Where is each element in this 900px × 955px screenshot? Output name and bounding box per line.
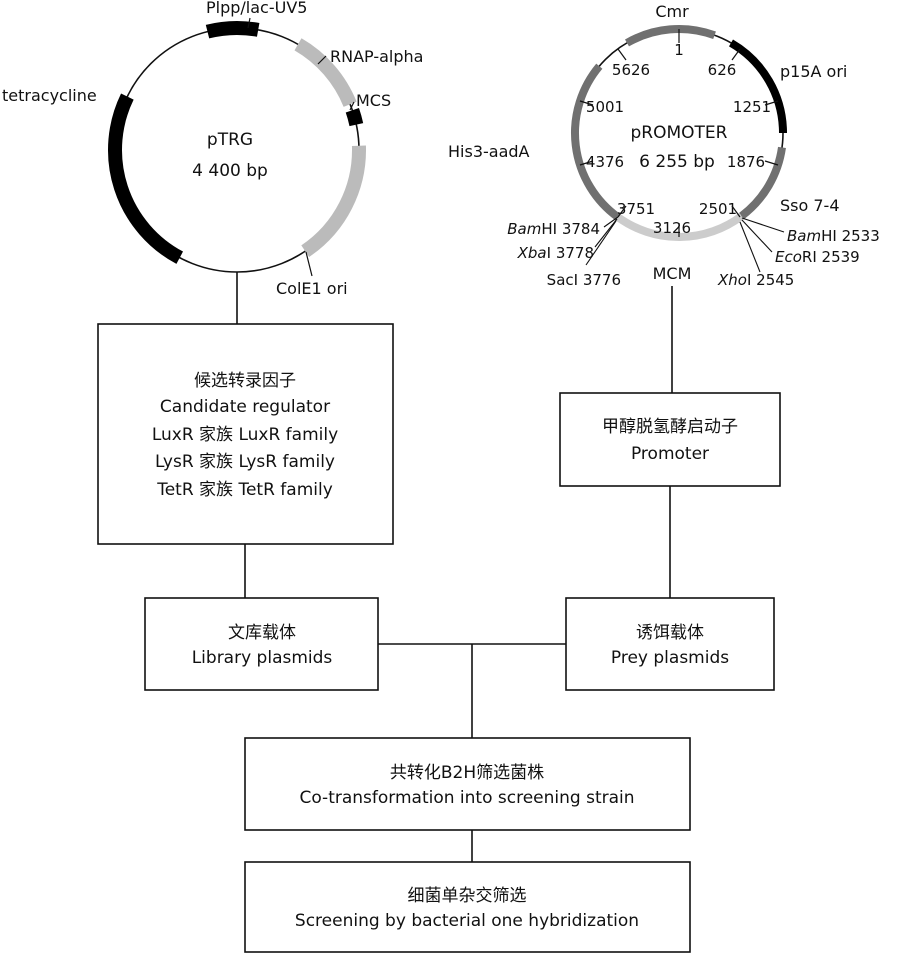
ppromoter-tick-2501 bbox=[731, 205, 741, 218]
site-bamhi-left-italic: Bam bbox=[507, 220, 541, 238]
candidate-tetr: TetR 家族 TetR family bbox=[156, 480, 333, 500]
screening-en: Screening by bacterial one hybridization bbox=[295, 911, 639, 931]
ppromoter-tick-3751 bbox=[617, 205, 627, 218]
site-leader-bamhi-right bbox=[741, 217, 785, 233]
ppromoter-p15a-label: p15A ori bbox=[780, 62, 847, 81]
ptrg-plpp-label: Plpp/lac-UV5 bbox=[206, 0, 307, 17]
library-frame bbox=[144, 597, 379, 691]
ppromoter-pos-1: 1 bbox=[674, 41, 684, 59]
ppromoter-p15a-segment bbox=[728, 39, 787, 134]
ptrg-size: 4 400 bp bbox=[192, 161, 268, 181]
site-bamhi-right-italic: Bam bbox=[787, 227, 821, 245]
ppromoter-tick-1251 bbox=[764, 100, 779, 106]
cotransformation-box: 共转化B2H筛选菌株 Co-transformation into screen… bbox=[244, 737, 691, 831]
ppromoter-size: 6 255 bp bbox=[639, 152, 715, 172]
ppromoter-tick-5001 bbox=[579, 100, 594, 106]
site-ecori: EcoRI 2539 bbox=[775, 248, 860, 266]
ppromoter-plasmid-map: 1 626 1251 1876 2501 3126 3751 4376 5001… bbox=[448, 2, 880, 289]
site-xbai-rest: I 3778 bbox=[547, 244, 594, 262]
ptrg-mcs-label: MCS bbox=[356, 91, 391, 110]
screening-zh: 细菌单杂交筛选 bbox=[408, 886, 527, 906]
ptrg-rnap-label: RNAP-alpha bbox=[330, 47, 423, 66]
ppromoter-tick-626 bbox=[731, 48, 741, 61]
site-xhoi: XhoI 2545 bbox=[717, 271, 794, 289]
ppromoter-mcm-label: MCM bbox=[653, 264, 692, 283]
library-zh: 文库载体 bbox=[228, 623, 296, 643]
candidate-luxr: LuxR 家族 LuxR family bbox=[152, 425, 338, 445]
site-xhoi-rest: I 2545 bbox=[747, 271, 794, 289]
site-leader-xbai bbox=[594, 218, 618, 248]
cotrans-zh: 共转化B2H筛选菌株 bbox=[390, 763, 544, 783]
site-xbai: XbaI 3778 bbox=[517, 244, 594, 262]
flow-connectors bbox=[236, 272, 673, 862]
ppromoter-pos-5001: 5001 bbox=[586, 98, 624, 116]
ppromoter-tick-4376 bbox=[579, 160, 594, 166]
site-leader-bamhi-left bbox=[603, 216, 619, 228]
ppromoter-cmr-label: Cmr bbox=[655, 2, 689, 21]
site-xhoi-italic: Xho bbox=[717, 271, 747, 289]
candidate-regulator-frame bbox=[97, 323, 394, 545]
ptrg-cole1-label: ColE1 ori bbox=[276, 279, 348, 298]
promoter-box: 甲醇脱氢酵启动子 Promoter bbox=[559, 392, 781, 487]
ppromoter-sso-segment bbox=[739, 146, 786, 220]
site-bamhi-right: BamHI 2533 bbox=[787, 227, 880, 245]
candidate-lysr: LysR 家族 LysR family bbox=[155, 452, 335, 472]
ptrg-name: pTRG bbox=[207, 130, 253, 150]
ppromoter-pos-2501: 2501 bbox=[699, 200, 737, 218]
ptrg-plpp-segment bbox=[205, 21, 260, 39]
prey-en: Prey plasmids bbox=[611, 648, 729, 668]
cotrans-en: Co-transformation into screening strain bbox=[299, 788, 634, 808]
site-xbai-italic: Xba bbox=[517, 244, 547, 262]
ppromoter-his3-segment bbox=[571, 63, 621, 221]
ptrg-mcs-leader bbox=[349, 101, 355, 111]
ppromoter-cmr-segment bbox=[625, 25, 716, 47]
library-plasmids-box: 文库载体 Library plasmids bbox=[144, 597, 379, 691]
promoter-frame bbox=[559, 392, 781, 487]
candidate-en: Candidate regulator bbox=[160, 397, 330, 417]
prey-zh: 诱饵载体 bbox=[636, 623, 704, 643]
library-en: Library plasmids bbox=[192, 648, 333, 668]
site-ecori-rest: RI 2539 bbox=[802, 248, 860, 266]
candidate-regulator-box: 候选转录因子 Candidate regulator LuxR 家族 LuxR … bbox=[97, 323, 394, 545]
screening-frame bbox=[244, 861, 691, 953]
ppromoter-pos-4376: 4376 bbox=[586, 153, 624, 171]
ppromoter-pos-1251: 1251 bbox=[733, 98, 771, 116]
ppromoter-pos-3751: 3751 bbox=[617, 200, 655, 218]
ppromoter-pos-1876: 1876 bbox=[727, 153, 765, 171]
ptrg-rnap-segment bbox=[294, 38, 357, 108]
cotrans-frame bbox=[244, 737, 691, 831]
ppromoter-his3-label: His3-aadA bbox=[448, 142, 530, 161]
prey-frame bbox=[565, 597, 775, 691]
ppromoter-pos-3126: 3126 bbox=[653, 219, 691, 237]
site-leader-xhoi bbox=[739, 221, 761, 273]
site-bamhi-left: BamHI 3784 bbox=[507, 220, 600, 238]
ppromoter-pos-626: 626 bbox=[708, 61, 737, 79]
prey-plasmids-box: 诱饵载体 Prey plasmids bbox=[565, 597, 775, 691]
ppromoter-mcm-segment bbox=[615, 212, 744, 241]
ppromoter-sso-label: Sso 7-4 bbox=[780, 196, 840, 215]
site-bamhi-right-rest: HI 2533 bbox=[821, 227, 880, 245]
ppromoter-pos-5626: 5626 bbox=[612, 61, 650, 79]
site-leader-saci bbox=[585, 220, 617, 266]
site-ecori-italic: Eco bbox=[775, 248, 802, 266]
candidate-zh: 候选转录因子 bbox=[194, 371, 296, 391]
ptrg-tetracycline-label: tetracycline bbox=[2, 86, 97, 105]
ptrg-plpp-leader bbox=[247, 17, 251, 29]
ptrg-rnap-leader bbox=[317, 55, 327, 65]
ppromoter-name: pROMOTER bbox=[631, 123, 728, 143]
site-bamhi-left-rest: HI 3784 bbox=[541, 220, 600, 238]
promoter-zh: 甲醇脱氢酵启动子 bbox=[602, 417, 738, 437]
site-saci: SacI 3776 bbox=[547, 271, 621, 289]
site-leader-ecori bbox=[741, 219, 773, 253]
ptrg-mcs-segment bbox=[345, 108, 364, 127]
ptrg-tetracycline-segment bbox=[108, 93, 184, 264]
promoter-en: Promoter bbox=[631, 444, 709, 464]
ptrg-cole1-leader bbox=[305, 251, 313, 277]
ppromoter-tick-5626 bbox=[617, 48, 627, 61]
screening-box: 细菌单杂交筛选 Screening by bacterial one hybri… bbox=[244, 861, 691, 953]
ppromoter-tick-1876 bbox=[764, 160, 779, 166]
ptrg-plasmid-map: Plpp/lac-UV5 RNAP-alpha MCS tetracycline… bbox=[2, 0, 423, 298]
ptrg-cole1-segment bbox=[301, 145, 366, 257]
